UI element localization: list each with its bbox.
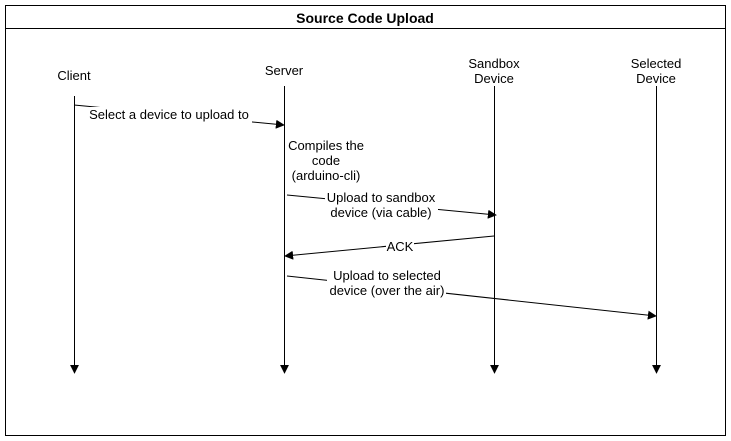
diagram-title: Source Code Upload bbox=[296, 10, 434, 26]
message-ack-label-line: ACK bbox=[387, 239, 414, 254]
message-select-device-label-line: Select a device to upload to bbox=[89, 107, 249, 122]
message-select-device-bg bbox=[88, 107, 252, 123]
participant-sandbox-label-line: Sandbox bbox=[468, 56, 520, 71]
participant-server-label-line: Server bbox=[265, 63, 304, 78]
message-select-device-label: Select a device to upload to bbox=[89, 107, 249, 122]
message-upload-sandbox-label-line: Upload to sandbox bbox=[327, 190, 436, 205]
message-ack-bg bbox=[386, 239, 414, 254]
note-compile-label-line: Compiles the bbox=[288, 138, 364, 153]
message-upload-selected-label-line: device (over the air) bbox=[330, 283, 445, 298]
message-upload-sandbox-bg bbox=[325, 189, 438, 221]
participant-client-label-line: Client bbox=[57, 68, 91, 83]
message-ack-label: ACK bbox=[387, 239, 414, 254]
note-compile-label-line: (arduino-cli) bbox=[292, 168, 361, 183]
participant-selected-label-line: Selected bbox=[631, 56, 682, 71]
participant-selected-label-line: Device bbox=[636, 71, 676, 86]
participant-server-label: Server bbox=[265, 63, 304, 78]
participant-client-label: Client bbox=[57, 68, 91, 83]
message-upload-selected-label-line: Upload to selected bbox=[333, 268, 441, 283]
note-compile-label-line: code bbox=[312, 153, 340, 168]
message-upload-sandbox-label-line: device (via cable) bbox=[330, 205, 431, 220]
participant-sandbox-label-line: Device bbox=[474, 71, 514, 86]
message-upload-selected-bg bbox=[327, 268, 446, 300]
